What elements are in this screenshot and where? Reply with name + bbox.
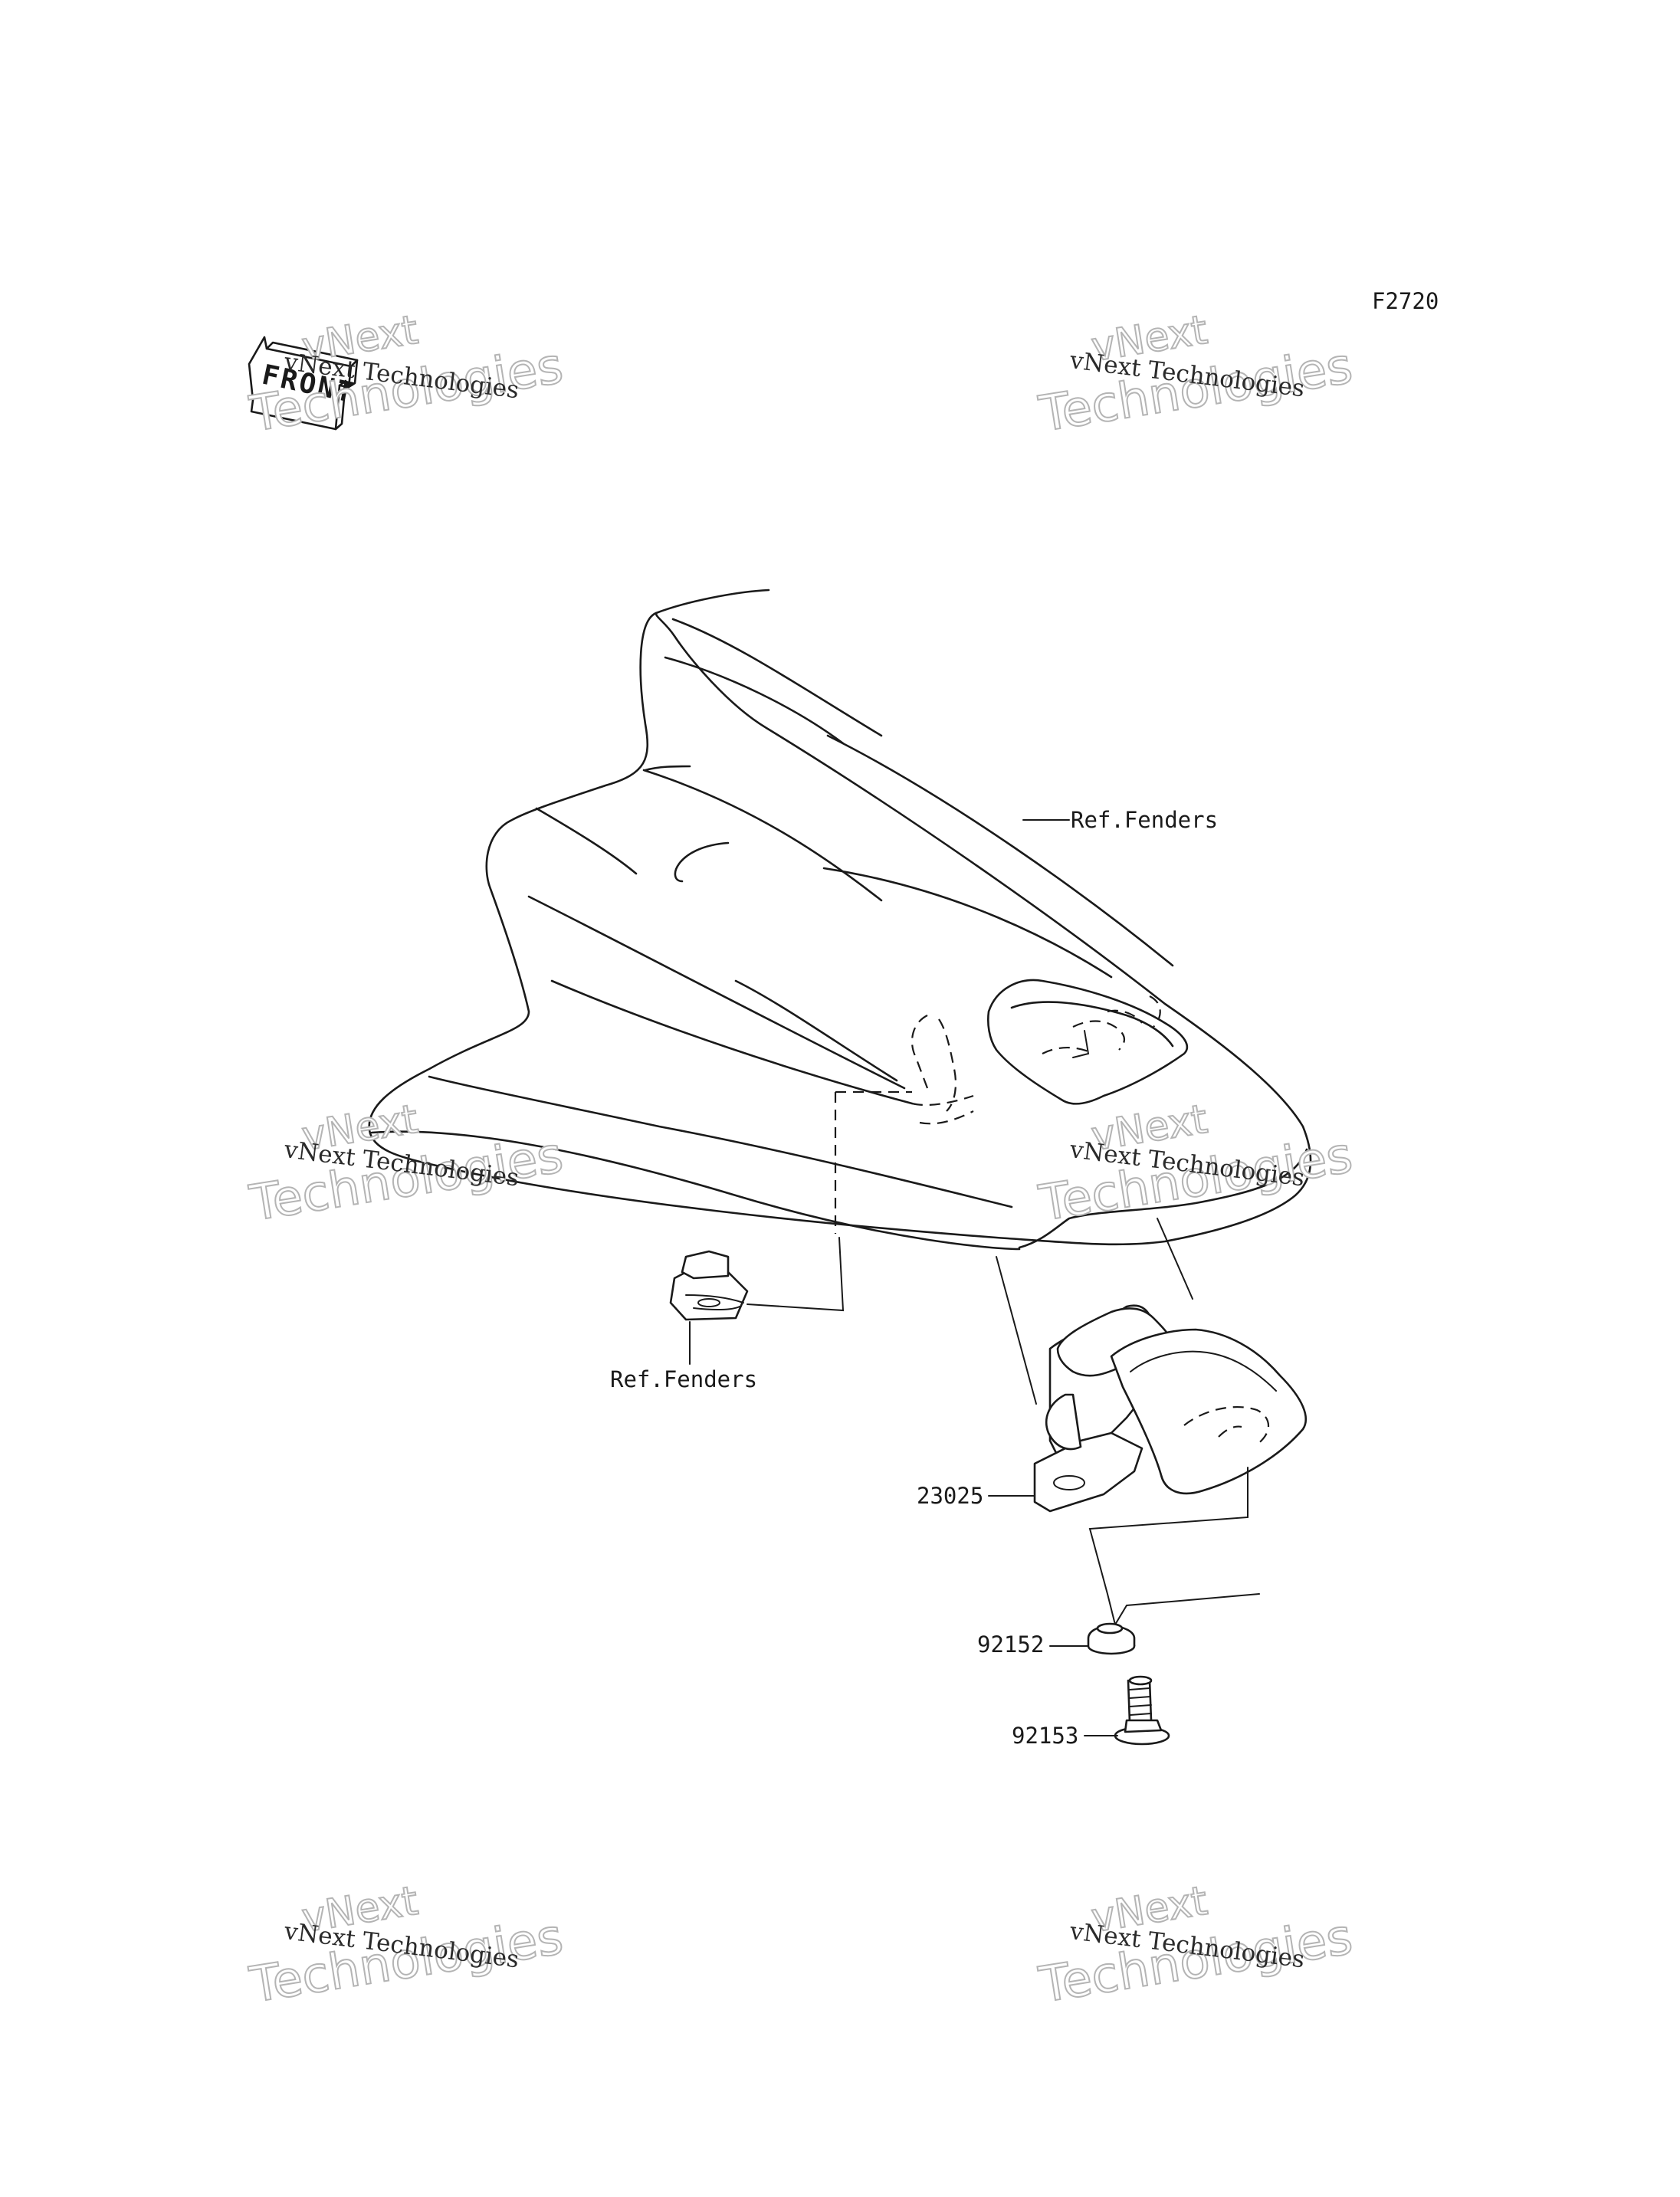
seat-cowl xyxy=(368,589,1312,1251)
part-92153-label[interactable]: 92153 xyxy=(1012,1723,1078,1749)
part-92152-label[interactable]: 92152 xyxy=(977,1631,1044,1658)
ref-fenders-lower-label[interactable]: Ref.Fenders xyxy=(610,1366,757,1392)
ref-fenders-upper-label[interactable]: Ref.Fenders xyxy=(1071,807,1218,833)
assembly-bracket xyxy=(1088,1467,1260,1627)
fender-clip xyxy=(669,1250,749,1321)
diagram-code: F2720 xyxy=(1372,288,1439,314)
guide-line-right xyxy=(1157,1218,1193,1300)
leader-ref-fenders-lower xyxy=(746,1237,845,1312)
screw-92153 xyxy=(1114,1675,1170,1746)
part-23025-label[interactable]: 23025 xyxy=(917,1483,983,1509)
guide-line-left xyxy=(996,1256,1037,1405)
tail-light xyxy=(1033,1304,1307,1513)
washer-92152 xyxy=(1087,1622,1136,1655)
